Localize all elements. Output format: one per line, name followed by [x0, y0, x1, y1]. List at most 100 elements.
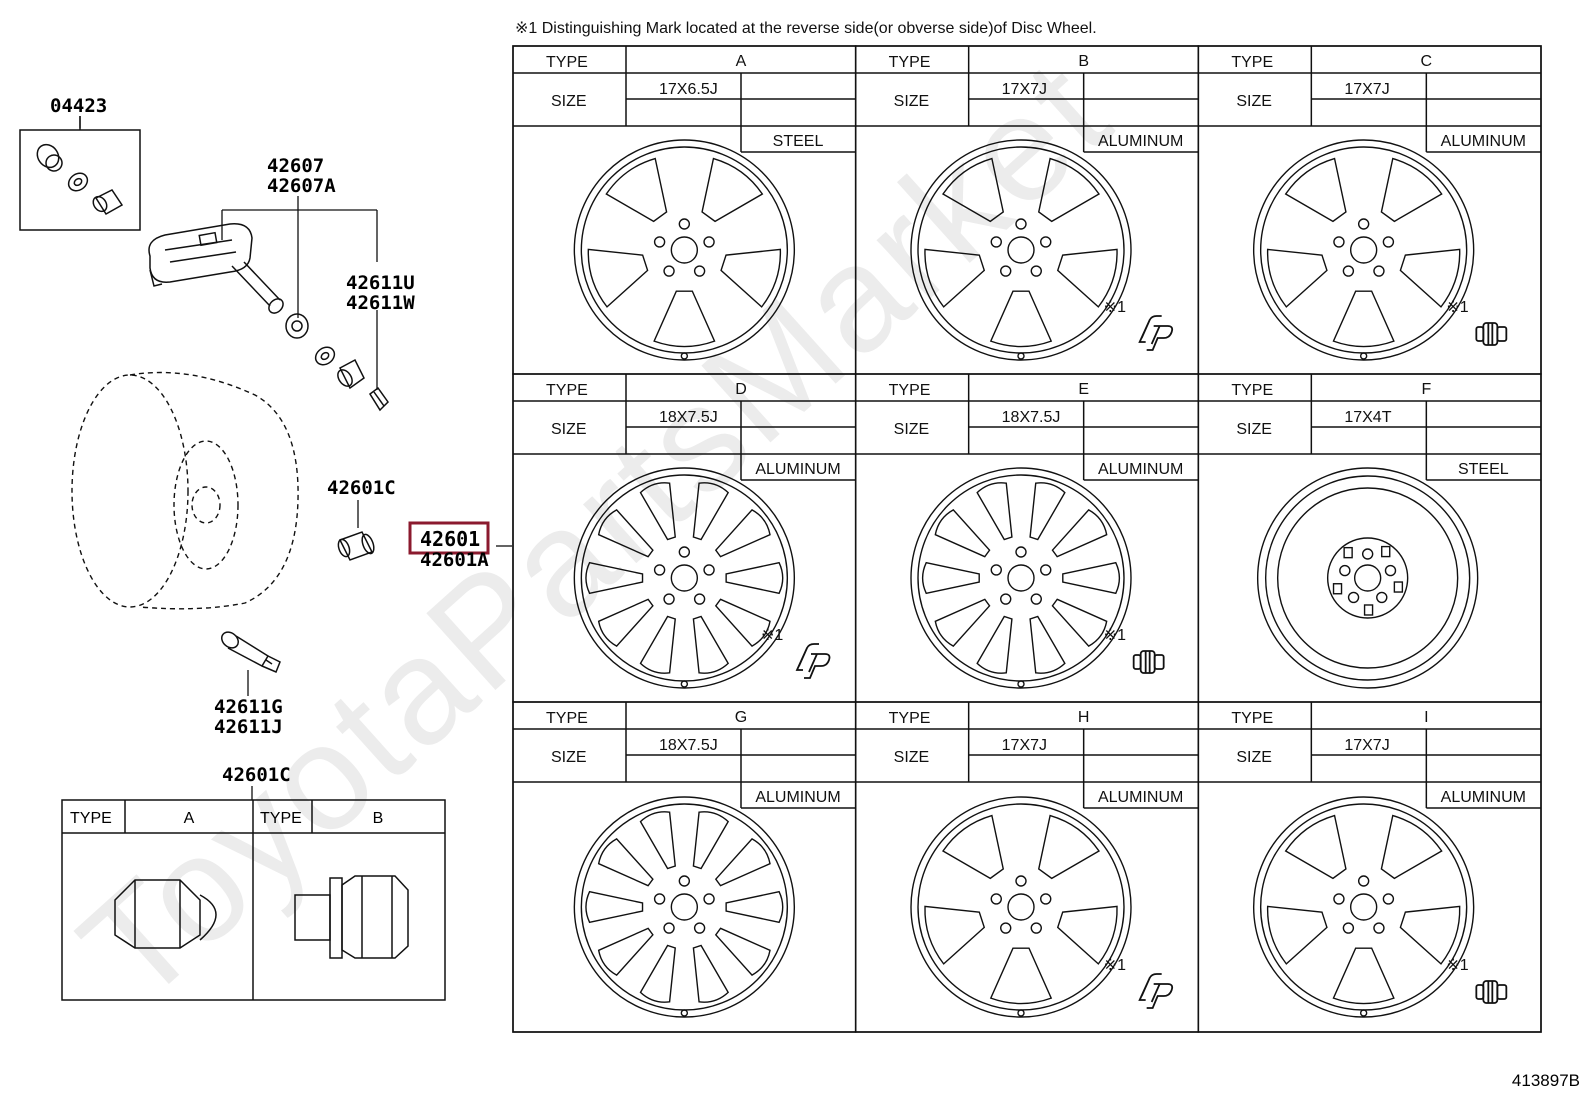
- size-value: 18X7.5J: [659, 737, 718, 754]
- wheel-icon: [573, 139, 796, 361]
- type-label: TYPE: [1231, 710, 1273, 727]
- watermark: ToyotaPartsMarket: [49, 27, 1141, 1034]
- part-label-42611W[interactable]: 42611W: [346, 292, 415, 314]
- tpms-sensor-icon: [148, 223, 284, 314]
- distinguishing-mark: ※1: [761, 627, 783, 644]
- type-value: B: [1078, 53, 1089, 70]
- valve-core-icon: [368, 386, 389, 412]
- type-label: TYPE: [546, 382, 588, 399]
- size-label: SIZE: [551, 749, 587, 766]
- material-label: ALUMINUM: [1441, 789, 1526, 806]
- material-label: STEEL: [773, 133, 824, 150]
- size-label: SIZE: [1236, 421, 1272, 438]
- distinguishing-mark: ※1: [1446, 299, 1468, 316]
- valve-kit-box: [19, 129, 141, 231]
- distinguishing-mark: ※1: [1104, 627, 1126, 644]
- size-value: 17X7J: [1344, 737, 1389, 754]
- distinguishing-mark: ※1: [1104, 299, 1126, 316]
- wheel-icon: [573, 467, 796, 689]
- size-value: 18X7.5J: [659, 409, 718, 426]
- wheel-icon: [910, 796, 1132, 1018]
- size-label: SIZE: [551, 421, 587, 438]
- part-label-42611G[interactable]: 42611G: [214, 696, 283, 718]
- sensor-grommet-icon: [314, 346, 336, 366]
- material-label: ALUMINUM: [1098, 133, 1183, 150]
- cp-mark-icon: [1138, 315, 1174, 351]
- distinguishing-mark-note: ※1 Distinguishing Mark located at the re…: [515, 20, 1097, 37]
- acorn-nut-icon: [114, 879, 217, 949]
- wheel-cell[interactable]: TYPE D SIZE 18X7.5J ALUMINUM ※1: [512, 373, 857, 703]
- size-value: 17X7J: [1002, 81, 1047, 98]
- part-label-42601[interactable]: 42601: [420, 527, 480, 551]
- type-label: TYPE: [1231, 382, 1273, 399]
- size-label: SIZE: [1236, 93, 1272, 110]
- wheel-cell[interactable]: TYPE A SIZE 17X6.5J STEEL: [512, 45, 857, 375]
- type-value: I: [1424, 709, 1428, 726]
- part-label-42607A[interactable]: 42607A: [267, 175, 336, 197]
- cp-mark-icon: [1138, 973, 1174, 1009]
- size-value: 18X7.5J: [1002, 409, 1061, 426]
- valve-nut-icon: [92, 189, 124, 216]
- wheel-icon: [1252, 139, 1475, 361]
- diagram-id: 413897B: [1512, 1071, 1580, 1090]
- material-label: ALUMINUM: [755, 461, 840, 478]
- nut-type-label-a: TYPE: [70, 810, 112, 827]
- sensor-nut-icon: [285, 313, 309, 339]
- part-label-42607[interactable]: 42607: [267, 155, 324, 177]
- wheel-icon: [1252, 796, 1475, 1018]
- part-label-42611J[interactable]: 42611J: [214, 716, 283, 738]
- valve-cap-icon: [36, 143, 63, 172]
- part-label-04423[interactable]: 04423: [50, 95, 107, 117]
- sensor-cap-icon: [337, 358, 365, 390]
- material-label: ALUMINUM: [1098, 461, 1183, 478]
- size-label: SIZE: [551, 93, 587, 110]
- part-label-42611U[interactable]: 42611U: [346, 272, 415, 294]
- type-label: TYPE: [1231, 54, 1273, 71]
- nut-type-value-a: A: [184, 810, 195, 827]
- type-value: C: [1421, 53, 1433, 70]
- material-label: STEEL: [1458, 461, 1509, 478]
- valve-stem-icon: [221, 631, 281, 673]
- wheel-icon: [910, 139, 1132, 361]
- distinguishing-mark: ※1: [1446, 957, 1468, 974]
- part-label-42601A[interactable]: 42601A: [420, 549, 489, 571]
- part-label-42601C-bottom[interactable]: 42601C: [222, 764, 291, 786]
- part-label-42601C-top[interactable]: 42601C: [327, 477, 396, 499]
- wheel-nut-icon: [337, 531, 375, 561]
- material-label: ALUMINUM: [1441, 133, 1526, 150]
- highlighted-part-box[interactable]: [408, 521, 490, 555]
- size-value: 17X7J: [1002, 737, 1047, 754]
- wheel-icon: [910, 467, 1132, 689]
- type-value: H: [1078, 709, 1090, 726]
- type-label: TYPE: [546, 710, 588, 727]
- type-value: F: [1421, 381, 1431, 398]
- nut-type-table: [61, 799, 446, 1001]
- wheel-icon: [1256, 467, 1479, 689]
- wheel-cell[interactable]: TYPE F SIZE 17X4T STEEL: [1197, 373, 1542, 703]
- size-value: 17X7J: [1344, 81, 1389, 98]
- wheel-icon: [573, 796, 796, 1018]
- type-label: TYPE: [889, 54, 931, 71]
- type-value: D: [735, 381, 747, 398]
- size-label: SIZE: [894, 93, 930, 110]
- bolt-mark-icon: [1475, 980, 1508, 1004]
- cp-mark-icon: [796, 643, 831, 679]
- size-value: 17X6.5J: [659, 81, 718, 98]
- nut-type-value-b: B: [373, 810, 384, 827]
- type-label: TYPE: [546, 54, 588, 71]
- type-value: G: [735, 709, 747, 726]
- wheel-cell[interactable]: TYPE B SIZE 17X7J ALUMINUM ※1: [854, 45, 1200, 375]
- tire-icon: [71, 371, 299, 610]
- size-label: SIZE: [894, 749, 930, 766]
- type-value: A: [736, 53, 747, 70]
- wheel-cell[interactable]: TYPE C SIZE 17X7J ALUMINUM ※1: [1197, 45, 1542, 375]
- material-label: ALUMINUM: [1098, 789, 1183, 806]
- size-value: 17X4T: [1344, 409, 1391, 426]
- wheel-table: TYPE A SIZE 17X6.5J STEEL TYPE B SIZE 17X7J ALUMI…: [512, 45, 1542, 1033]
- distinguishing-mark: ※1: [1104, 957, 1126, 974]
